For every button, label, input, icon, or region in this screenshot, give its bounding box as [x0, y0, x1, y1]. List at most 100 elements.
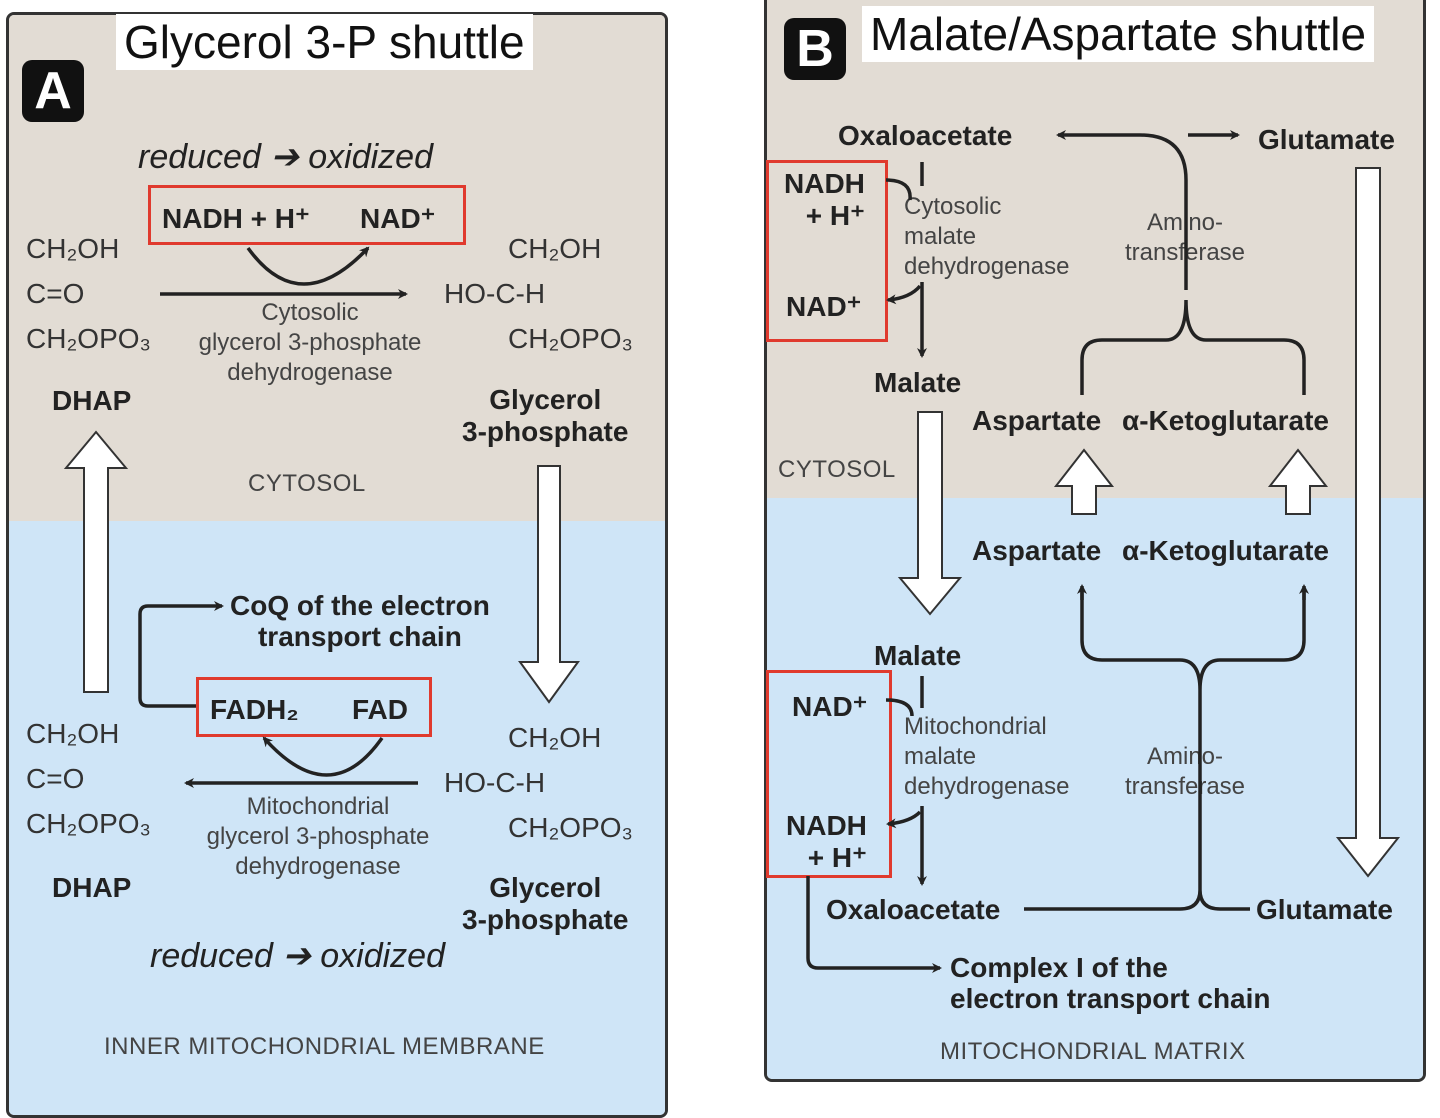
formula-line: C=O: [26, 278, 85, 309]
formula-line: CH₂OH: [508, 722, 602, 753]
panel-b-bottom-enzyme: Mitochondrial malate dehydrogenase: [904, 712, 1069, 802]
panel-b-bottom-oxaloacetate: Oxaloacetate: [826, 894, 1001, 925]
panel-b-top-cofactor-box: [766, 160, 888, 342]
panel-b-bottom-brace: [1080, 588, 1306, 691]
panel-b-top-ketoglutarate: α-Ketoglutarate: [1122, 405, 1330, 436]
enzyme-line: malate: [904, 223, 977, 250]
formula-line: CH₂OPO₃: [508, 812, 633, 843]
enzyme-line: dehydrogenase: [904, 773, 1070, 800]
coq-line: transport chain: [257, 621, 462, 652]
name-line: Glycerol: [489, 872, 602, 903]
panel-a-bottom-redox: reduced ➔ oxidized: [150, 937, 445, 975]
panel-a-top-nadh: NADH + H⁺: [162, 203, 310, 234]
panel-a-fad: FAD: [352, 694, 408, 725]
panel-b-bottom-ketoglutarate: α-Ketoglutarate: [1122, 535, 1330, 566]
complex-line: electron transport chain: [950, 983, 1271, 1014]
nadh-line: NADH: [784, 168, 865, 199]
panel-a-g3p-transport-arrow: [518, 465, 580, 704]
panel-b-bottom-cofactor-nadh-hook: [886, 810, 922, 829]
enzyme-line: Mitochondrial: [246, 793, 390, 820]
name-line: 3-phosphate: [462, 904, 629, 935]
enzyme-line: dehydrogenase: [227, 359, 393, 386]
enzyme-line: glycerol 3-phosphate: [198, 329, 422, 356]
name-line: 3-phosphate: [462, 416, 629, 447]
panel-b-matrix-label: MITOCHONDRIAL MATRIX: [940, 1038, 1246, 1065]
panel-b-bottom-malate: Malate: [874, 640, 962, 671]
panel-b-malate-transport-arrow: [897, 411, 963, 616]
panel-b-ketoglutarate-transport-arrow: [1267, 448, 1329, 515]
panel-a-bottom-enzyme: Mitochondrial glycerol 3-phosphate dehyd…: [188, 792, 448, 882]
panel-b-top-nad: NAD⁺: [786, 291, 862, 322]
panel-b-matrix-region: [767, 498, 1423, 1079]
panel-b-top-glutamate: Glutamate: [1258, 124, 1395, 155]
panel-b-bottom-aspartate: Aspartate: [972, 535, 1102, 566]
formula-line: CH₂OH: [508, 233, 602, 264]
formula-line: CH₂OH: [26, 718, 120, 749]
enzyme-line: Mitochondrial: [904, 713, 1047, 740]
enzyme-line: transferase: [1124, 773, 1246, 800]
panel-b: [764, 0, 1426, 1082]
panel-b-cytosol-label: CYTOSOL: [778, 456, 896, 483]
panel-a-top-dhap-name: DHAP: [52, 385, 132, 416]
formula-line: CH₂OH: [26, 233, 120, 264]
panel-a-fadh2: FADH₂: [210, 694, 299, 725]
enzyme-line: dehydrogenase: [904, 253, 1070, 280]
enzyme-line: malate: [904, 743, 977, 770]
arrows-overlay: [63, 130, 1401, 973]
panel-b-glutamate-transport-arrow: [1335, 167, 1401, 878]
panel-a-badge: A: [22, 60, 84, 122]
enzyme-line: Amino-: [1146, 743, 1224, 770]
panel-a-top-nad: NAD⁺: [360, 203, 436, 234]
nadh-line: + H⁺: [807, 842, 867, 873]
nadh-line: + H⁺: [805, 200, 865, 231]
panel-b-top-cofactor-hook: [885, 178, 912, 201]
formula-line: C=O: [26, 763, 85, 794]
panel-a-top-cofactor-arc: [246, 246, 370, 286]
panel-b-bottom-nad: NAD⁺: [792, 691, 868, 722]
panel-b-aspartate-transport-arrow: [1053, 448, 1115, 515]
panel-a-membrane-label: INNER MITOCHONDRIAL MEMBRANE: [104, 1033, 545, 1060]
panel-b-top-brace: [1080, 299, 1306, 395]
panel-b-bottom-aminotransferase: Amino- transferase: [1112, 742, 1258, 802]
enzyme-line: dehydrogenase: [235, 853, 401, 880]
panel-b-cytosol-region: [767, 0, 1423, 498]
panel-b-bottom-cofactor-box: [766, 670, 892, 878]
panel-a-top-redox: reduced ➔ oxidized: [138, 138, 433, 176]
formula-line: CH₂OPO₃: [26, 323, 151, 354]
panel-a-top-g3p-formula: CH₂OH HO-C-H CH₂OPO₃: [444, 226, 633, 361]
coq-line: CoQ of the electron: [230, 590, 490, 621]
panel-a-dhap-transport-arrow: [63, 430, 129, 693]
enzyme-line: Cytosolic: [904, 193, 1002, 220]
name-line: Glycerol: [489, 384, 602, 415]
enzyme-line: Cytosolic: [261, 299, 359, 326]
panel-b-bottom-nadh: NADH + H⁺: [786, 810, 867, 874]
panel-a-top-g3p-name: Glycerol 3-phosphate: [462, 384, 628, 448]
panel-a-bottom-g3p-name: Glycerol 3-phosphate: [462, 872, 628, 936]
panel-a-bottom-cofactor-arc: [262, 736, 384, 777]
panel-b-top-cofactor-nad-hook: [886, 284, 922, 305]
formula-line: HO-C-H: [444, 278, 546, 309]
panel-a-coq-label: CoQ of the electron transport chain: [230, 590, 490, 652]
panel-b-bottom-glutamate: Glutamate: [1256, 894, 1393, 925]
panel-b-top-aspartate: Aspartate: [972, 405, 1102, 436]
formula-line: CH₂OPO₃: [26, 808, 151, 839]
enzyme-line: glycerol 3-phosphate: [206, 823, 430, 850]
panel-a-title: Glycerol 3-P shuttle: [116, 14, 533, 70]
panel-a-cytosol-label: CYTOSOL: [248, 470, 366, 497]
panel-b-bottom-cofactor-hook: [885, 698, 914, 717]
panel-a-bottom-g3p-formula: CH₂OH HO-C-H CH₂OPO₃: [444, 715, 633, 850]
panel-a-coq-arrow: [138, 601, 224, 708]
nadh-line: NADH: [786, 810, 867, 841]
panel-b-complex-arrow: [806, 876, 942, 973]
panel-b-title: Malate/Aspartate shuttle: [862, 6, 1375, 62]
panel-a-top-cofactor-box: [148, 185, 466, 245]
panel-a-bottom-dhap-name: DHAP: [52, 872, 132, 903]
panel-b-bottom-oxa-glu-line: [1024, 889, 1250, 911]
panel-b-badge: B: [784, 18, 846, 80]
panel-a-top-dhap-formula: CH₂OH C=O CH₂OPO₃: [26, 226, 151, 361]
panel-b-top-nadh: NADH + H⁺: [784, 168, 865, 232]
panel-b-complex-label: Complex I of the electron transport chai…: [950, 952, 1271, 1014]
panel-b-top-brace-stem: [1139, 133, 1188, 290]
panel-a-bottom-cofactor-box: [196, 677, 432, 737]
panel-a-cytosol-region: [9, 15, 665, 521]
